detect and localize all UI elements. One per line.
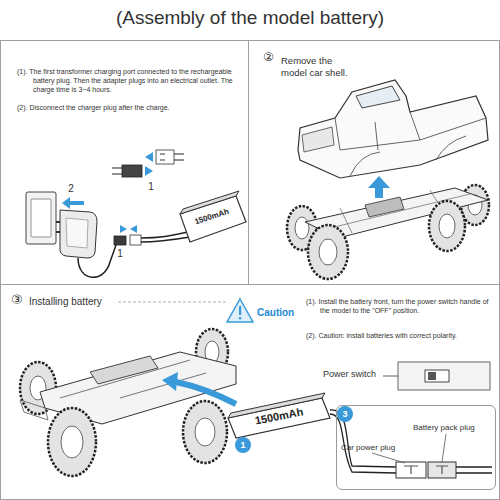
callout-number: 1 xyxy=(235,438,251,452)
step-heading: Installing battery xyxy=(29,295,102,308)
step-number: ③ xyxy=(11,292,23,309)
shell-detail xyxy=(302,127,334,152)
wheel-hub xyxy=(195,418,215,446)
truck-wheel xyxy=(429,201,465,251)
inset-box: 3Car power plug Battery pack plug xyxy=(336,405,496,490)
instruction-text: (1). Install the battery front, turn the… xyxy=(306,297,498,315)
diagram-title: (Assembly of the model battery) xyxy=(0,7,500,29)
part-label: Car power plug xyxy=(341,443,395,453)
instruction-panel: (1). The first transformer charging port… xyxy=(0,40,249,285)
switch-slot xyxy=(425,370,449,382)
outlet-socket xyxy=(31,199,51,237)
blue-arrow xyxy=(176,382,236,404)
instruction-text: (2). Caution: install batteries with cor… xyxy=(306,331,498,340)
callout-circle xyxy=(235,437,251,453)
plug-connector xyxy=(122,165,142,177)
callout-circle xyxy=(337,406,353,422)
chassis-frame xyxy=(90,356,158,384)
blue-arrow xyxy=(368,176,390,198)
blue-arrow xyxy=(162,372,178,391)
step-heading: Remove the model car shell. xyxy=(281,55,355,80)
step-number: ② xyxy=(263,50,274,66)
truck-wheel xyxy=(308,225,348,279)
truck-shell xyxy=(298,80,488,178)
switch-slider xyxy=(428,372,436,380)
truck-wheel xyxy=(48,408,96,476)
shell-window xyxy=(356,86,400,108)
plug-connector xyxy=(160,154,165,160)
caution-mark xyxy=(239,317,242,320)
wheel-hub xyxy=(439,214,455,238)
caution-mark xyxy=(239,306,241,315)
power-switch-leader xyxy=(383,376,398,377)
truck-wheel xyxy=(183,401,227,463)
wheel-hub xyxy=(61,426,83,458)
plug-connector xyxy=(130,235,141,245)
callout-number: 3 xyxy=(337,406,353,422)
plug-connector xyxy=(114,236,126,245)
instruction-text: (2). Disconnect the charger plug after t… xyxy=(17,103,245,112)
caution-triangle xyxy=(227,299,253,322)
battery-top xyxy=(180,191,239,214)
instruction-panel: ② Remove the model car shell. xyxy=(248,40,500,285)
charger-cord xyxy=(78,245,116,277)
blue-arrow xyxy=(145,152,153,176)
battery-wire xyxy=(456,467,492,473)
shell-detail xyxy=(335,112,486,176)
callout-number: 2 xyxy=(64,182,78,195)
callout-number: 1 xyxy=(113,247,127,260)
divider-line xyxy=(118,302,226,303)
callout-number: 1 xyxy=(144,180,158,193)
blue-arrow xyxy=(120,225,137,233)
wheel-hub xyxy=(295,217,309,239)
part-label: Power switch xyxy=(323,369,376,381)
plug-connector xyxy=(404,466,448,474)
part-label: Battery pack plug xyxy=(413,423,475,433)
caution-text: Caution xyxy=(257,306,294,319)
charger-body xyxy=(60,210,97,258)
battery-wire xyxy=(141,232,190,242)
instruction-text: (1). The first transformer charging port… xyxy=(17,67,245,94)
battery-pack xyxy=(365,197,404,217)
wheel-hub xyxy=(319,239,337,265)
instruction-panel: 3Car power plug Battery pack plug ③ Install… xyxy=(0,284,500,500)
plug-connector xyxy=(156,150,174,164)
wall-outlet xyxy=(26,192,56,244)
power-switch-box xyxy=(398,362,490,390)
charger-face xyxy=(66,218,88,248)
blue-arrow xyxy=(62,197,84,209)
